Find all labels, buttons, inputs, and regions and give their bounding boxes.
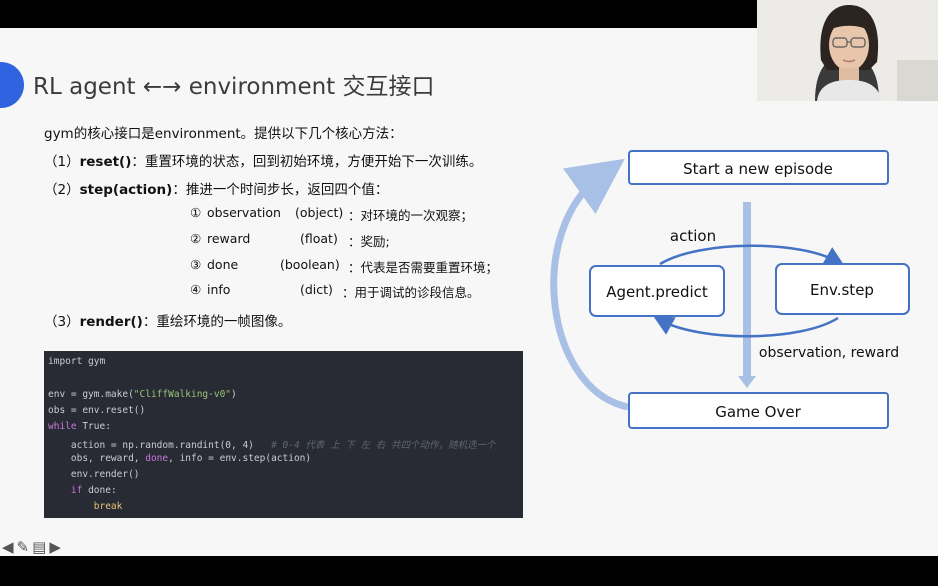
presenter-video <box>757 0 938 101</box>
method-step: （2）step(action)：推进一个时间步长，返回四个值： <box>44 182 389 198</box>
code-line: if done: <box>70 485 117 496</box>
action-label: action <box>670 227 716 245</box>
intro-text: gym的核心接口是environment。提供以下几个核心方法： <box>44 126 403 142</box>
code-line: obs = env.reset() <box>48 405 146 416</box>
code-block: import gym env = gym.make("CliffWalking-… <box>44 351 523 518</box>
agent-predict-box <box>589 265 725 317</box>
accent-circle <box>0 62 24 108</box>
action-arrow <box>659 244 845 266</box>
env-step-label: Env.step <box>810 281 874 299</box>
game-over-box <box>628 392 889 429</box>
bottom-black-bar <box>0 556 938 586</box>
interaction-diagram: Start a new episode Agent.predict Env.st… <box>550 150 910 429</box>
arrow-right-icon[interactable]: ▶ <box>49 538 61 556</box>
method-name: render() <box>79 314 143 330</box>
code-line: action = np.random.randint(0, 4) # 0-4 代… <box>48 440 496 451</box>
observation-reward-label: observation, reward <box>759 345 899 361</box>
start-episode-label: Start a new episode <box>683 160 833 178</box>
start-episode-box <box>628 150 889 185</box>
method-name: step(action) <box>79 182 173 198</box>
env-step-box <box>775 263 910 315</box>
code-line: env = gym.make("CliffWalking-v0") <box>48 389 237 400</box>
code-line: env.render() <box>48 469 140 480</box>
observation-arrow <box>653 316 839 338</box>
method-name: reset() <box>79 154 132 170</box>
arrow-left-icon[interactable]: ◀ <box>2 538 14 556</box>
game-over-label: Game Over <box>715 403 801 421</box>
code-line: import gym <box>48 356 106 367</box>
code-line: break <box>93 501 123 512</box>
pen-icon[interactable]: ✎ <box>16 538 30 556</box>
loop-back-arrow <box>550 158 629 411</box>
presentation-slide: RL agent ←→ environment 交互接口 gym的核心接口是en… <box>0 28 938 556</box>
method-render: （3）render()：重绘环境的一帧图像。 <box>44 314 292 330</box>
webcam-overlay <box>757 0 938 101</box>
slide-navigation: ◀ ✎ ▤ ▶ <box>2 538 61 556</box>
method-reset: （1）reset()：重置环境的状态，回到初始环境，方便开始下一次训练。 <box>44 154 483 170</box>
code-line: obs, reward, done, info = env.step(actio… <box>48 453 312 464</box>
slide-title: RL agent ←→ environment 交互接口 <box>33 74 435 100</box>
menu-icon[interactable]: ▤ <box>32 538 47 556</box>
code-line: while True: <box>48 421 111 432</box>
down-arrow-head <box>738 376 756 388</box>
agent-predict-label: Agent.predict <box>606 283 708 301</box>
